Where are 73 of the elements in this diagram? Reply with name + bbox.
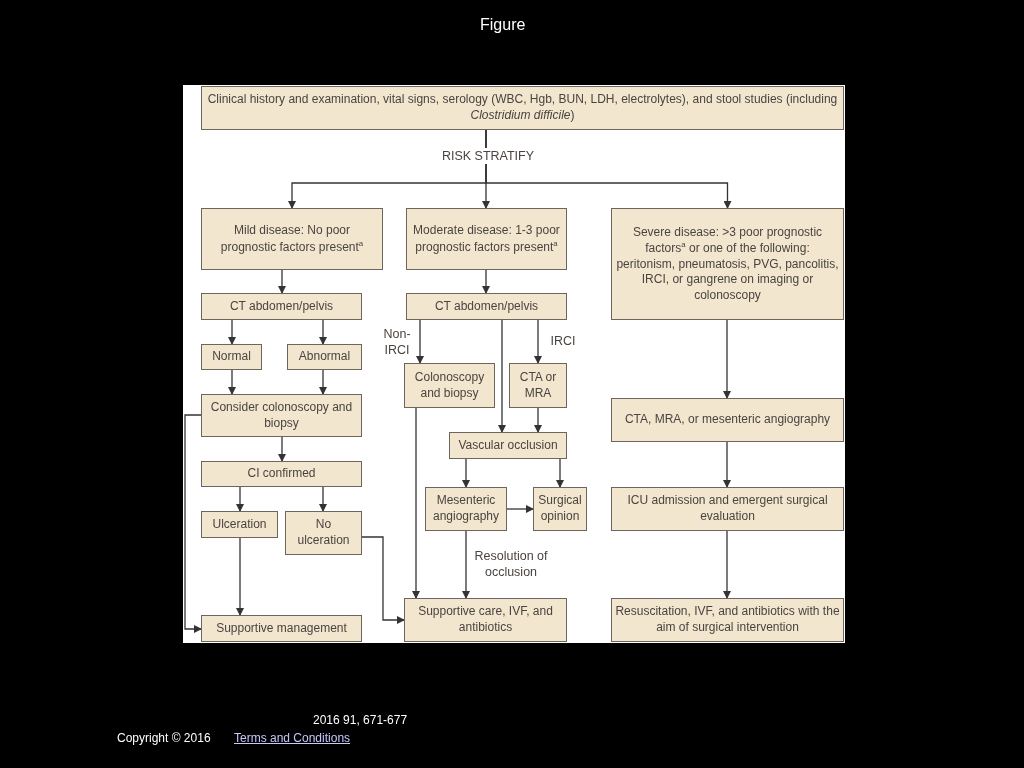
box-text: ICU admission and emergent surgical evaluation	[626, 493, 829, 525]
arrow	[556, 458, 564, 488]
box-text: Clinical history and examination, vital signs, serology (WBC, Hgb, BUN, LDH, electrolytes), and stool studies (including Clostridium difficile)	[206, 92, 839, 124]
box-text: Mild disease: No poor prognostic factors present$^{a}$	[219, 222, 365, 256]
process-box	[201, 293, 362, 320]
box-text: Resuscitation, IVF, and antibiotics with the aim of surgical intervention	[615, 604, 840, 636]
process-box	[449, 432, 567, 459]
box-text: Surgical opinion	[537, 493, 583, 525]
arrow	[485, 129, 732, 209]
process-box	[201, 394, 362, 437]
arrow	[278, 269, 286, 294]
arrow	[319, 319, 327, 345]
box-text: Colonoscopy and biopsy	[413, 369, 486, 402]
arrow	[534, 319, 542, 364]
arrow	[506, 505, 534, 513]
box-text: Consider colonoscopy and biopsy	[209, 399, 354, 432]
box-text: Mesenteric angiography	[431, 493, 501, 525]
box-text: CTA, MRA, or mesenteric angiography	[624, 412, 831, 428]
arrow	[723, 530, 731, 599]
box-text: Supportive management	[216, 620, 347, 637]
box-text: No ulceration	[296, 517, 351, 549]
arrow	[462, 458, 470, 488]
box-text: Moderate disease: 1-3 poor prognostic factors present$^{a}$	[412, 222, 561, 256]
arrow	[534, 407, 542, 433]
arrow	[228, 319, 236, 345]
terms-link: Terms and Conditions	[234, 731, 351, 745]
box-text: Normal	[212, 349, 251, 365]
process-box	[611, 208, 844, 320]
process-box	[406, 293, 567, 320]
box-text: Abnormal	[298, 349, 351, 365]
citation-text: 2016 91, 671-677	[313, 713, 408, 727]
process-box	[201, 208, 383, 270]
box-text: Severe disease: >3 poor prognostic factors$^{a}$ or one of the following: peritonism, pneumatosis, PVG, pancolitis, IRCI, or gangrene on imaging or colonoscopy	[615, 224, 840, 304]
process-box	[201, 615, 362, 642]
box-text: CT abdomen/pelvis	[434, 298, 539, 315]
process-box	[201, 461, 362, 487]
process-box	[404, 598, 567, 642]
arrow	[482, 269, 490, 294]
arrow	[319, 486, 327, 512]
arrow	[412, 407, 420, 599]
process-box	[611, 598, 844, 642]
arrow	[416, 319, 424, 364]
arrow	[278, 436, 286, 462]
box-text: Ulceration	[212, 516, 267, 533]
box-text: Vascular occlusion	[458, 437, 558, 454]
figure-title: Figure	[480, 16, 526, 34]
box-text: CI confirmed	[247, 466, 316, 482]
box-text: Supportive care, IVF, and antibiotics	[417, 604, 554, 636]
arrow	[236, 537, 244, 616]
arrow	[723, 319, 731, 399]
process-box	[533, 487, 587, 531]
process-box	[201, 344, 262, 370]
process-box	[201, 86, 844, 130]
process-box	[611, 398, 844, 442]
arrow	[236, 486, 244, 512]
box-text: CT abdomen/pelvis	[229, 298, 334, 315]
process-box	[287, 344, 362, 370]
process-box	[404, 363, 495, 408]
box-text: CTA or MRA	[518, 369, 558, 402]
arrow	[361, 536, 405, 624]
arrow	[319, 369, 327, 395]
process-box	[406, 208, 567, 270]
arrow	[228, 369, 236, 395]
arrow	[462, 530, 470, 599]
process-box	[611, 487, 844, 531]
process-box	[425, 487, 507, 531]
process-box	[509, 363, 567, 408]
arrow	[723, 441, 731, 488]
arrow	[498, 319, 506, 433]
citation-text: Copyright © 2016	[117, 731, 211, 745]
process-box	[285, 511, 362, 555]
process-box	[201, 511, 278, 538]
arrow	[184, 414, 202, 633]
